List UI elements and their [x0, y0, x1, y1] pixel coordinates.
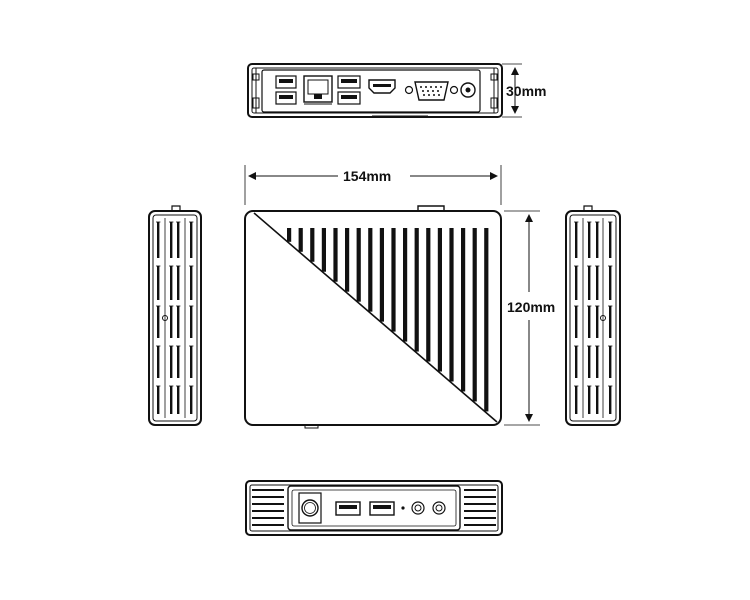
side-vent-slot [177, 346, 180, 378]
ethernet-port-icon [303, 75, 333, 105]
vent-slot [321, 228, 326, 272]
side-vent-slot [609, 386, 612, 414]
rear-right-bracket [490, 68, 498, 113]
audio-jack-2-icon [432, 501, 446, 515]
width-dimension: 154mm [244, 165, 502, 205]
vent-slot [403, 228, 408, 342]
dc-power-jack-icon [460, 82, 476, 98]
vent-slot [298, 228, 303, 252]
vent-slot [287, 228, 292, 242]
side-vent-slot [588, 386, 591, 414]
side-vent-slot [596, 346, 599, 378]
rear-left-bracket [252, 68, 260, 113]
front-usb-port-1 [335, 501, 361, 516]
status-led-icon [401, 506, 405, 510]
side-vent-slot [596, 306, 599, 338]
vent-slot [461, 228, 466, 392]
side-vent-slot [575, 346, 578, 378]
side-vent-slot [596, 386, 599, 414]
height-dimension-label: 30mm [506, 83, 546, 99]
vent-slot [426, 228, 431, 362]
width-dimension-label: 154mm [343, 168, 391, 184]
side-vent-slot [588, 266, 591, 300]
vent-slot [379, 228, 384, 322]
side-vent-slot [170, 266, 173, 300]
side-vent-slot [609, 306, 612, 338]
side-vent-slot [588, 346, 591, 378]
vent-slot [472, 228, 477, 402]
side-vent-slot [575, 266, 578, 300]
depth-dimension: 120mm [504, 210, 555, 426]
side-vent-slot [609, 266, 612, 300]
vent-slot [310, 228, 315, 262]
power-button-icon [298, 492, 322, 524]
front-view [245, 480, 503, 536]
side-vent-slot [177, 306, 180, 338]
vent-slot [414, 228, 419, 352]
hdmi-port-icon [368, 79, 396, 94]
side-vent-slot [575, 386, 578, 414]
side-vent-slot [588, 222, 591, 258]
top-vent-slots [287, 228, 489, 412]
side-vent-slot [596, 222, 599, 258]
side-vent-slot [609, 346, 612, 378]
usb-port-stack-2 [337, 75, 361, 105]
front-usb-port-2 [369, 501, 395, 516]
front-left-fins [252, 489, 284, 526]
vent-slot [368, 228, 373, 312]
side-vent-slot [170, 306, 173, 338]
side-vent-slot [190, 386, 193, 414]
vent-slot [333, 228, 338, 282]
side-vent-slot [157, 306, 160, 338]
side-vent-slot [609, 222, 612, 258]
vent-slot [356, 228, 361, 302]
usb-port-stack-1 [275, 75, 297, 105]
side-vent-slot [157, 386, 160, 414]
vent-slot [449, 228, 454, 382]
side-vent-slot [588, 306, 591, 338]
left-side-view [148, 205, 202, 426]
side-vent-slot [157, 346, 160, 378]
side-vent-slot [170, 222, 173, 258]
side-vent-slot [190, 306, 193, 338]
height-dimension: 30mm [502, 63, 546, 118]
side-vent-slot [190, 266, 193, 300]
side-vent-slot [190, 346, 193, 378]
side-vent-slot [157, 266, 160, 300]
vent-slot [484, 228, 489, 412]
side-vent-slot [170, 386, 173, 414]
side-vent-slot [190, 222, 193, 258]
side-vent-slot [157, 222, 160, 258]
rear-view [247, 63, 503, 118]
top-view [244, 205, 502, 429]
audio-jack-1-icon [411, 501, 425, 515]
side-vent-slot [177, 266, 180, 300]
vent-slot [437, 228, 442, 372]
vga-port-icon [404, 81, 459, 101]
side-vent-slot [177, 222, 180, 258]
depth-dimension-label: 120mm [507, 299, 555, 315]
side-vent-slot [575, 222, 578, 258]
side-vent-slot [177, 386, 180, 414]
front-right-fins [464, 489, 496, 526]
vent-slot [391, 228, 396, 332]
side-vent-slot [575, 306, 578, 338]
side-vent-slot [170, 346, 173, 378]
right-side-view [565, 205, 621, 426]
side-vent-slot [596, 266, 599, 300]
vent-slot [345, 228, 350, 292]
